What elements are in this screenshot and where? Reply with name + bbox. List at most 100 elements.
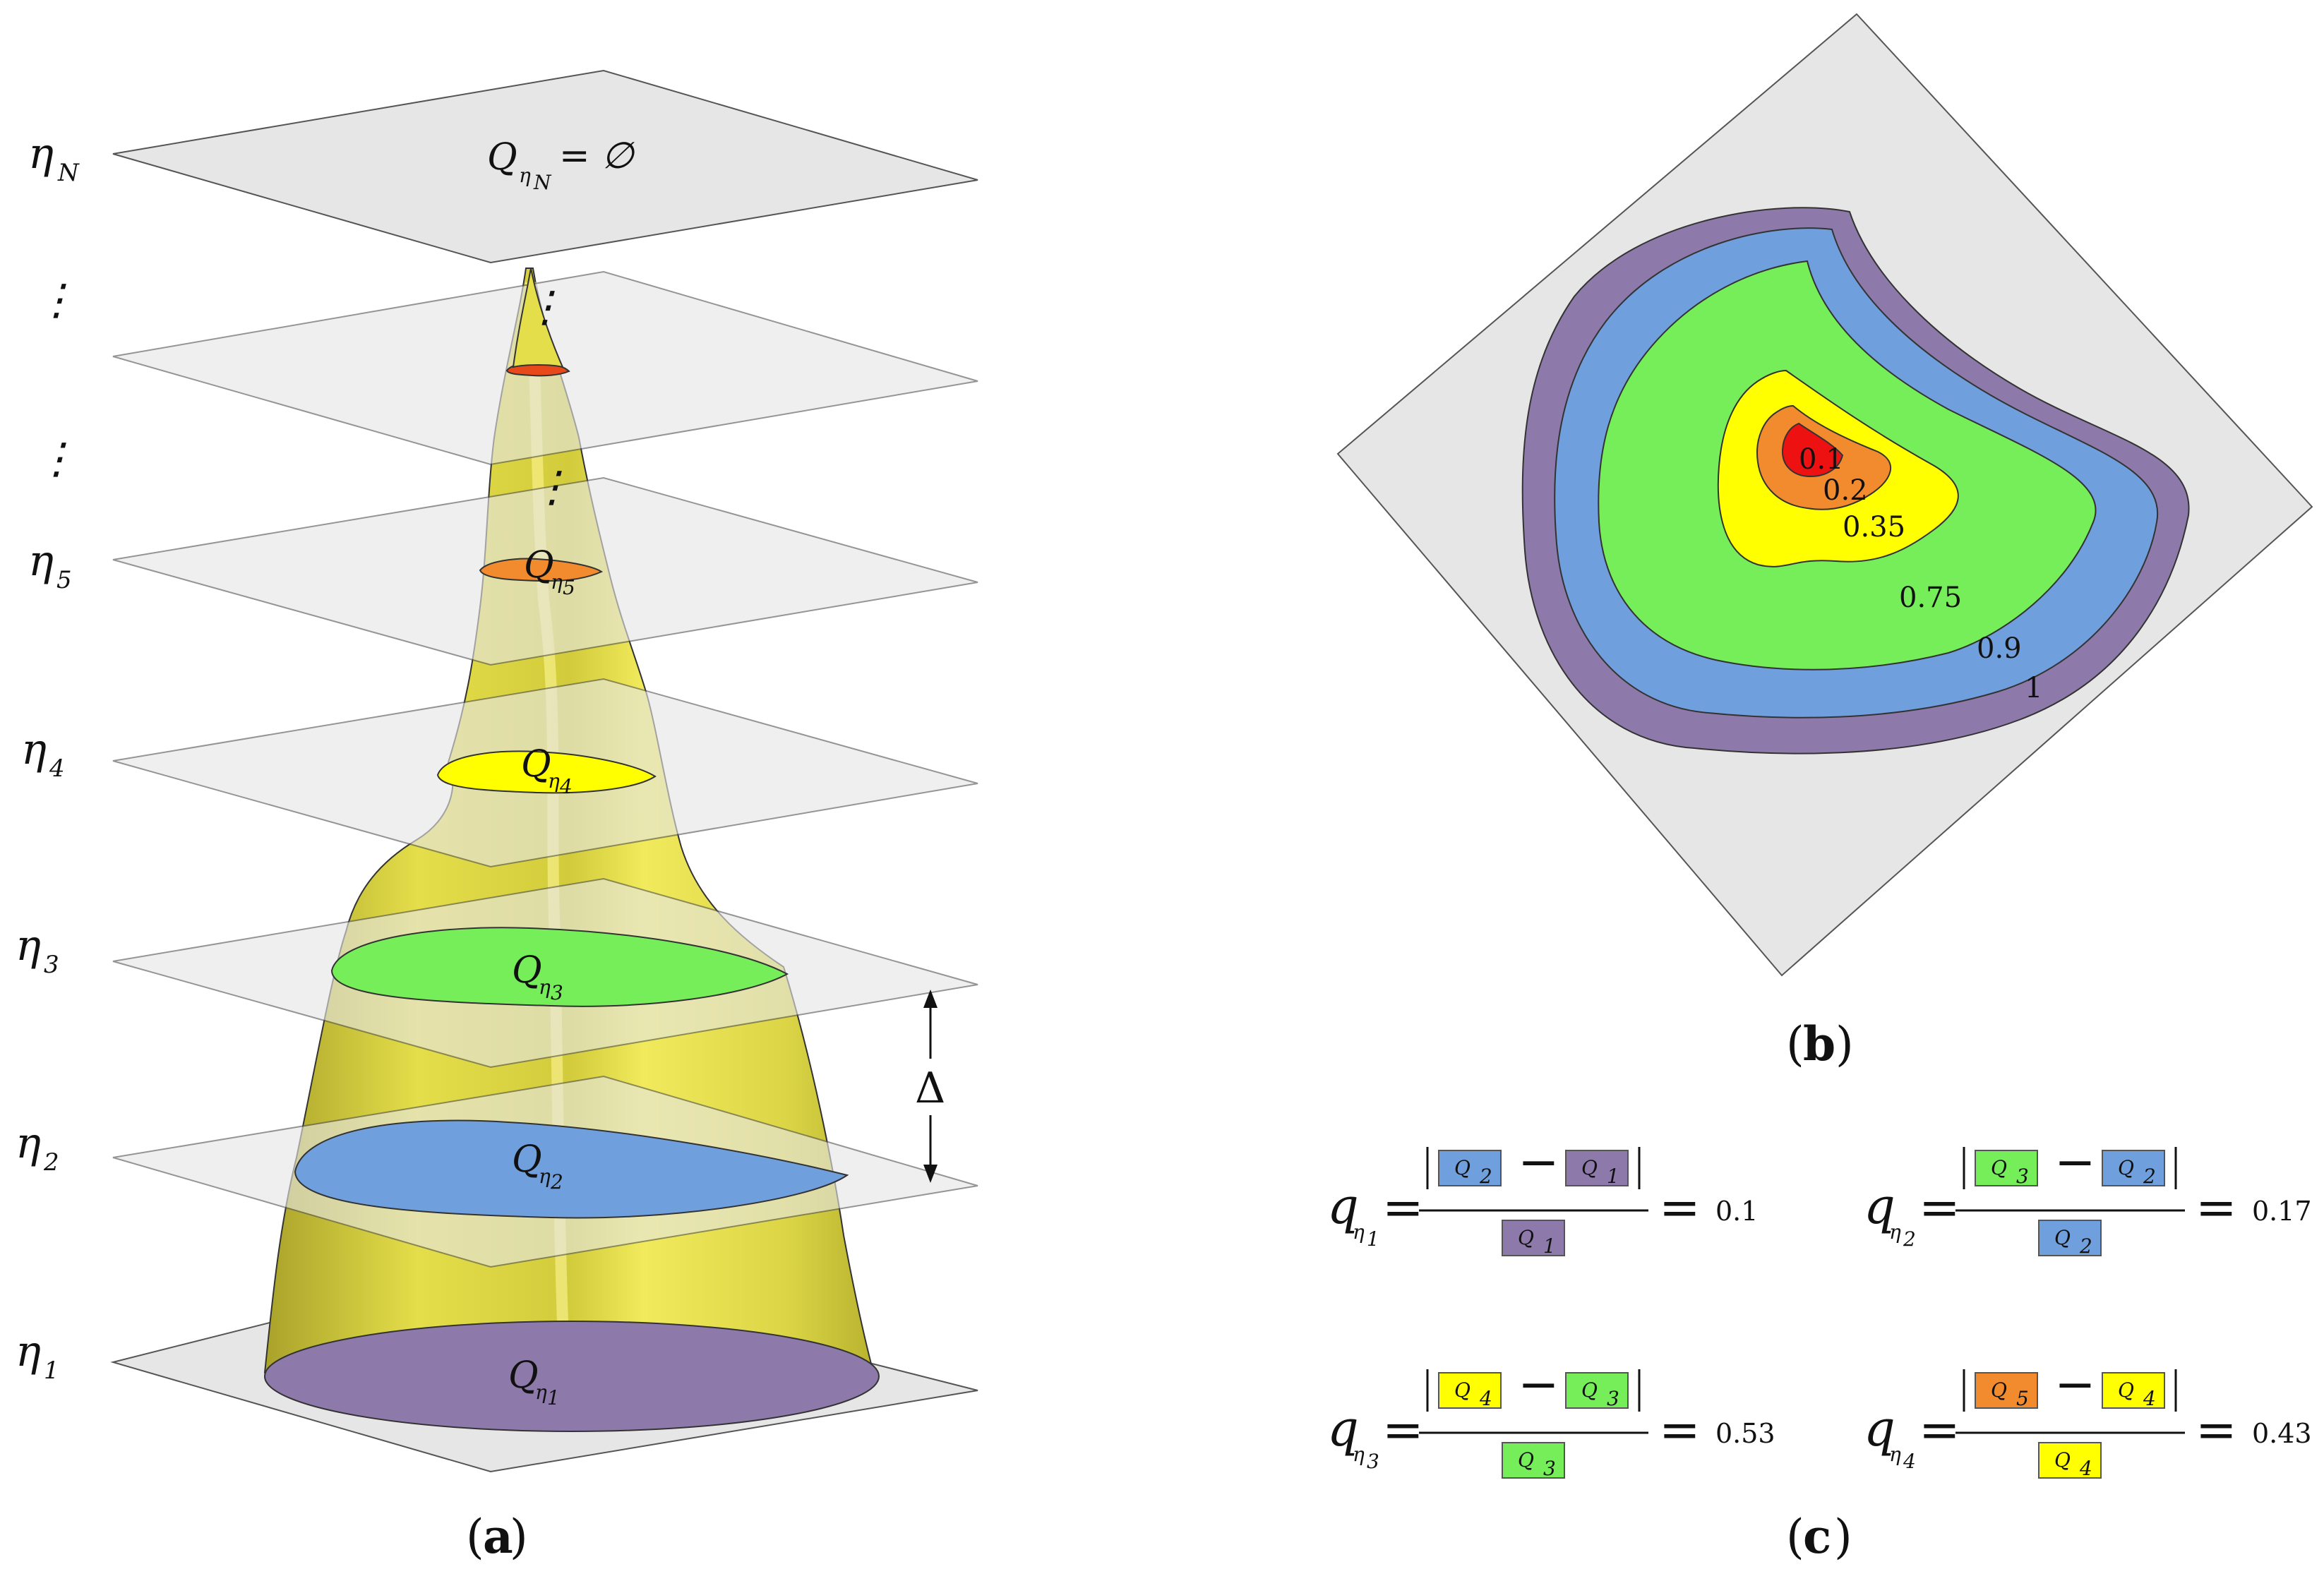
contour-label-0-1: 0.1: [1799, 443, 1844, 476]
label-q-eta-4: Q η 4: [521, 743, 573, 798]
svg-text:=: =: [1659, 1401, 1701, 1459]
svg-text:3: 3: [551, 981, 563, 1004]
svg-text:η: η: [539, 1165, 551, 1188]
svg-text:3: 3: [1367, 1450, 1379, 1473]
svg-text:q: q: [1864, 1177, 1895, 1235]
contour-label-0-75: 0.75: [1899, 582, 1962, 614]
svg-text:Q: Q: [2054, 1226, 2071, 1249]
level-eta-4-sub: 4: [49, 755, 65, 783]
equation-value: 0.43: [2252, 1418, 2312, 1449]
contour-label-0-9: 0.9: [1977, 632, 2022, 665]
svg-text:2: 2: [1479, 1165, 1492, 1188]
svg-text:=: =: [1919, 1401, 1960, 1459]
svg-text:=: =: [2196, 1179, 2237, 1237]
svg-text:2: 2: [2079, 1234, 2092, 1258]
section-q-eta-4: [436, 750, 657, 794]
svg-text:Q: Q: [1454, 1378, 1471, 1402]
svg-text:Q: Q: [521, 743, 551, 786]
section-q-eta-1: [264, 1321, 880, 1432]
equation-value: 0.1: [1715, 1196, 1758, 1227]
section-q-eta-5: [479, 558, 604, 582]
svg-text:Q: Q: [2118, 1378, 2134, 1402]
svg-text:Q: Q: [2118, 1156, 2134, 1179]
svg-text:Q: Q: [512, 1138, 542, 1181]
svg-text:η: η: [1353, 1220, 1365, 1244]
level-dots-2: ⋮: [35, 434, 78, 483]
svg-text:4: 4: [1903, 1450, 1916, 1473]
label-q-eta-2: Q η 2: [512, 1138, 563, 1194]
svg-text:q: q: [1327, 1177, 1359, 1235]
svg-text:(: (: [466, 1510, 484, 1564]
svg-text:2: 2: [550, 1170, 563, 1194]
svg-text:3: 3: [1543, 1457, 1556, 1480]
svg-text:Q: Q: [1581, 1156, 1598, 1179]
contour-label-0-2: 0.2: [1823, 474, 1868, 507]
svg-text:): ): [510, 1510, 528, 1564]
plane-eta-n: [112, 69, 978, 264]
level-eta-2: η: [16, 1119, 41, 1168]
svg-text:4: 4: [2079, 1457, 2092, 1480]
level-eta-2-sub: 2: [43, 1148, 59, 1177]
level-eta-4: η: [21, 725, 47, 774]
svg-text:−: −: [1518, 1355, 1559, 1413]
svg-text:5: 5: [2016, 1387, 2029, 1410]
svg-text:): ): [1835, 1017, 1854, 1071]
svg-text:3: 3: [1607, 1387, 1619, 1410]
level-eta-1-sub: 1: [44, 1357, 59, 1385]
svg-text:(: (: [1786, 1017, 1804, 1071]
delta-label: Δ: [915, 1064, 945, 1113]
svg-text:1: 1: [1543, 1234, 1556, 1258]
top-empty-set-label: Q η N = ∅: [487, 135, 635, 194]
section-q-eta-3: [330, 927, 789, 1007]
svg-text:a: a: [483, 1509, 513, 1564]
panel-b: 0.1 0.2 0.35 0.75 0.9 1 ( b ): [1336, 13, 2313, 1071]
svg-text:Q: Q: [1454, 1156, 1471, 1179]
panel-b-label: ( b ): [1786, 1016, 1854, 1071]
svg-text:η: η: [535, 1381, 547, 1404]
svg-text:η: η: [548, 769, 560, 793]
svg-text:=: =: [2196, 1401, 2237, 1459]
equation-value: 0.17: [2252, 1196, 2312, 1227]
svg-text:4: 4: [559, 775, 573, 798]
level-eta-3-sub: 3: [44, 951, 59, 979]
section-q-eta-2: [294, 1119, 849, 1219]
level-labels: η N ⋮ ⋮ η 5 η 4 η 3 η 2 η 1: [16, 129, 80, 1385]
svg-text:Q: Q: [487, 136, 517, 179]
level-eta-1: η: [16, 1327, 41, 1376]
svg-text:(: (: [1786, 1510, 1804, 1564]
label-q-eta-1: Q η 1: [508, 1354, 560, 1409]
svg-text:−: −: [2054, 1133, 2096, 1191]
svg-text:N: N: [533, 171, 552, 194]
svg-text:c: c: [1803, 1509, 1831, 1564]
svg-text:): ): [1834, 1510, 1852, 1564]
svg-text:−: −: [1518, 1133, 1559, 1191]
svg-text:5: 5: [563, 576, 575, 599]
level-dots-1: ⋮: [35, 275, 78, 325]
surface-dots-lower: ⋮: [531, 462, 573, 512]
panel-c-label: ( c ): [1786, 1509, 1852, 1564]
svg-text:Q: Q: [508, 1354, 539, 1397]
svg-text:= ∅: = ∅: [559, 135, 635, 177]
contour-label-0-35: 0.35: [1843, 511, 1905, 543]
svg-text:η: η: [1353, 1443, 1365, 1466]
equation-value: 0.53: [1715, 1418, 1775, 1449]
svg-text:Q: Q: [1991, 1378, 2007, 1402]
svg-text:=: =: [1382, 1401, 1424, 1459]
contour-label-1: 1: [2025, 672, 2042, 704]
svg-text:b: b: [1803, 1016, 1835, 1071]
panel-a-label: ( a ): [466, 1509, 528, 1564]
svg-text:η: η: [551, 570, 563, 594]
svg-text:−: −: [2054, 1355, 2096, 1413]
